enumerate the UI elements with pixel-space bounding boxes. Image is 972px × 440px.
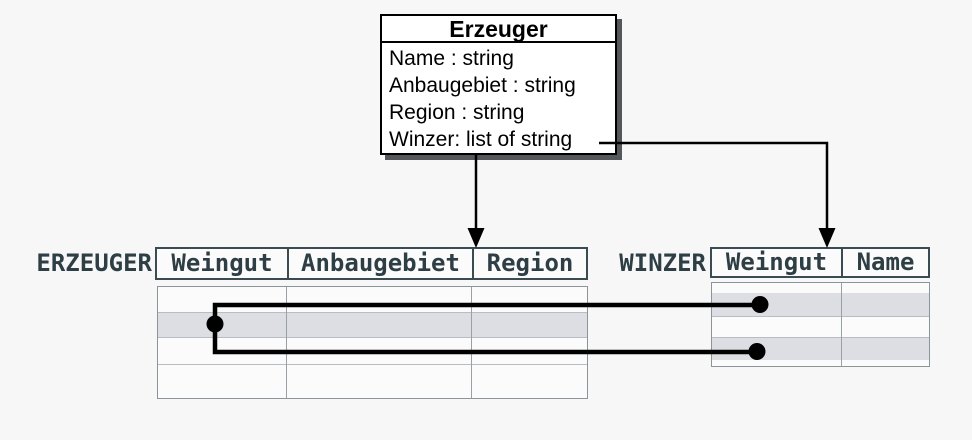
class-box-attribute-list: Name : string Anbaugebiet : string Regio… [382, 43, 615, 153]
erzeuger-highlighted-row [158, 312, 587, 337]
erzeuger-column-divider [286, 287, 287, 398]
erzeuger-column-weingut: Weingut [157, 249, 289, 278]
attribute-name: Name : string [389, 47, 514, 70]
winzer-highlighted-row-2 [712, 337, 929, 360]
winzer-highlighted-row-1 [712, 293, 929, 316]
erzeuger-table-label: ERZEUGER [36, 249, 152, 277]
erzeuger-column-divider [471, 287, 472, 398]
attribute-region: Region : string [389, 101, 525, 124]
winzer-header-row: Weingut Name [710, 247, 930, 278]
erzeuger-table-body [157, 286, 588, 399]
erzeuger-column-anbaugebiet: Anbaugebiet [289, 249, 474, 278]
arrow-classbox-to-erzeuger [467, 155, 485, 248]
winzer-row-divider [712, 316, 929, 317]
attribute-winzer: Winzer: list of string [389, 128, 573, 151]
winzer-column-name: Name [856, 249, 915, 276]
arrowhead-down-icon [467, 228, 485, 248]
erzeuger-row-divider [158, 364, 587, 365]
winzer-column-divider [841, 283, 842, 366]
arrow-winzer-attribute-to-winzer-table [599, 141, 836, 248]
winzer-column-weingut: Weingut [712, 249, 843, 276]
erzeuger-header-row: Weingut Anbaugebiet Region [155, 247, 588, 280]
winzer-row-divider [712, 337, 929, 338]
arrowhead-down-icon [818, 228, 836, 248]
attribute-anbaugebiet: Anbaugebiet : string [389, 74, 576, 97]
winzer-table-body [711, 282, 930, 367]
winzer-table-label: WINZER [619, 249, 706, 277]
erzeuger-column-region: Region [486, 249, 574, 277]
arrow-shaft [599, 141, 829, 234]
erzeuger-row-divider [158, 312, 587, 313]
class-box-title: Erzeuger [382, 16, 615, 43]
class-box-erzeuger: Erzeuger Name : string Anbaugebiet : str… [380, 14, 617, 155]
erzeuger-row-divider [158, 337, 587, 338]
